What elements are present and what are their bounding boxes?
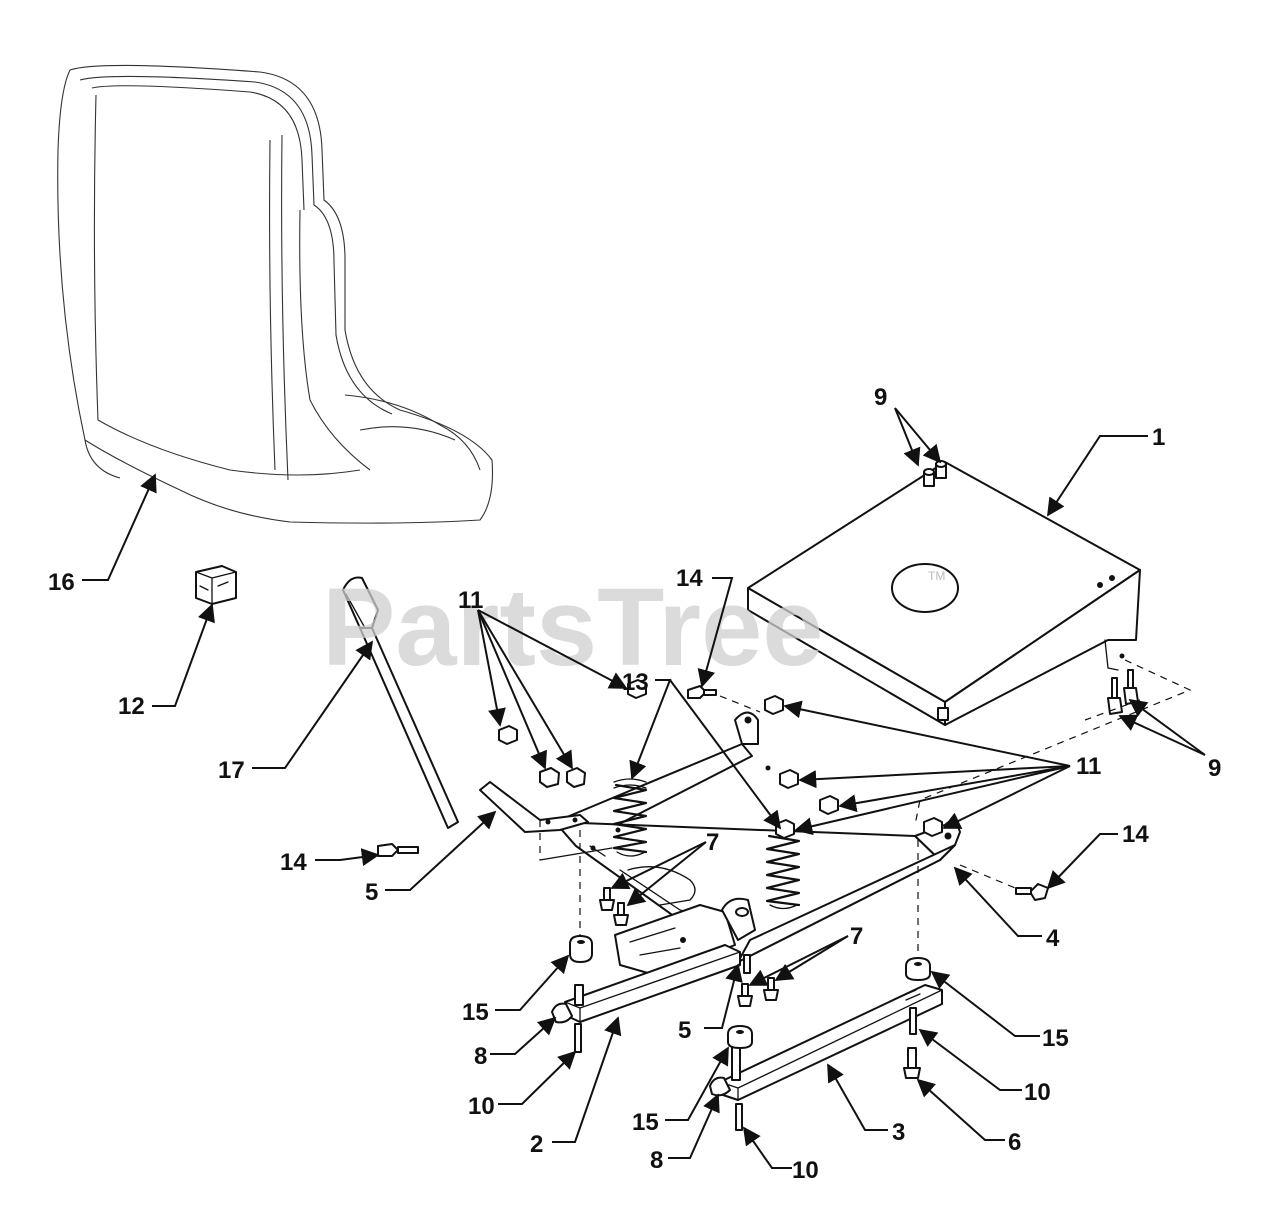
screw-6 — [903, 1047, 921, 1079]
callout-labels: 1 2 3 4 5 5 6 7 7 8 8 9 9 10 10 10 11 11… — [48, 384, 1221, 1184]
callout-4: 4 — [1046, 925, 1060, 952]
watermark-trademark: TM — [928, 569, 945, 583]
spring-13-right — [765, 834, 801, 910]
slide-mount-plate — [614, 897, 756, 976]
bolts-14 — [377, 685, 1049, 901]
spacer-15-right — [905, 957, 931, 981]
seat-base-frame — [554, 711, 961, 963]
callout-15-right: 15 — [1042, 1025, 1069, 1052]
callout-15-middle: 15 — [632, 1109, 659, 1136]
callout-11-left: 11 — [458, 587, 483, 614]
callout-1: 1 — [1152, 424, 1165, 451]
bolt-9-right — [1107, 669, 1139, 715]
callout-10-right: 10 — [1024, 1079, 1051, 1106]
callout-5-left: 5 — [365, 879, 378, 906]
callout-13: 13 — [622, 669, 649, 696]
callout-8-left: 8 — [474, 1043, 487, 1070]
callout-9-right: 9 — [1208, 755, 1221, 782]
callout-15-left: 15 — [462, 999, 489, 1026]
callout-11-right: 11 — [1076, 753, 1101, 780]
bracket-5-left — [479, 781, 589, 833]
callout-12: 12 — [118, 693, 145, 720]
callout-9-top: 9 — [874, 384, 887, 411]
callout-16: 16 — [48, 569, 75, 596]
spacer-15-left — [569, 935, 593, 963]
callout-7-left: 7 — [706, 829, 719, 856]
callout-5-bottom: 5 — [678, 1017, 691, 1044]
nuts-11 — [498, 679, 943, 839]
callout-10-left: 10 — [468, 1093, 495, 1120]
watermark-text: PartsTree — [322, 566, 823, 689]
seat-adjust-lever — [342, 576, 459, 829]
callout-14-middle: 14 — [676, 565, 703, 592]
callout-14-left: 14 — [280, 849, 307, 876]
watermark: PartsTree TM — [322, 566, 945, 689]
callout-10-bottom: 10 — [792, 1157, 819, 1184]
callout-7-right: 7 — [850, 923, 863, 950]
callout-3: 3 — [892, 1119, 905, 1146]
seat-cushion — [57, 64, 494, 524]
seat-pan — [747, 461, 1141, 726]
seat-switch — [195, 565, 237, 605]
callout-6: 6 — [1008, 1129, 1021, 1156]
spacer-15-mid — [727, 1025, 753, 1049]
callout-8-bottom: 8 — [650, 1147, 663, 1174]
callout-14-right: 14 — [1122, 821, 1149, 848]
alignment-lines — [539, 659, 1192, 955]
callout-17: 17 — [218, 757, 245, 784]
leader-lines — [82, 407, 1206, 1169]
callout-2: 2 — [530, 1131, 543, 1158]
screws-7 — [599, 887, 779, 1007]
